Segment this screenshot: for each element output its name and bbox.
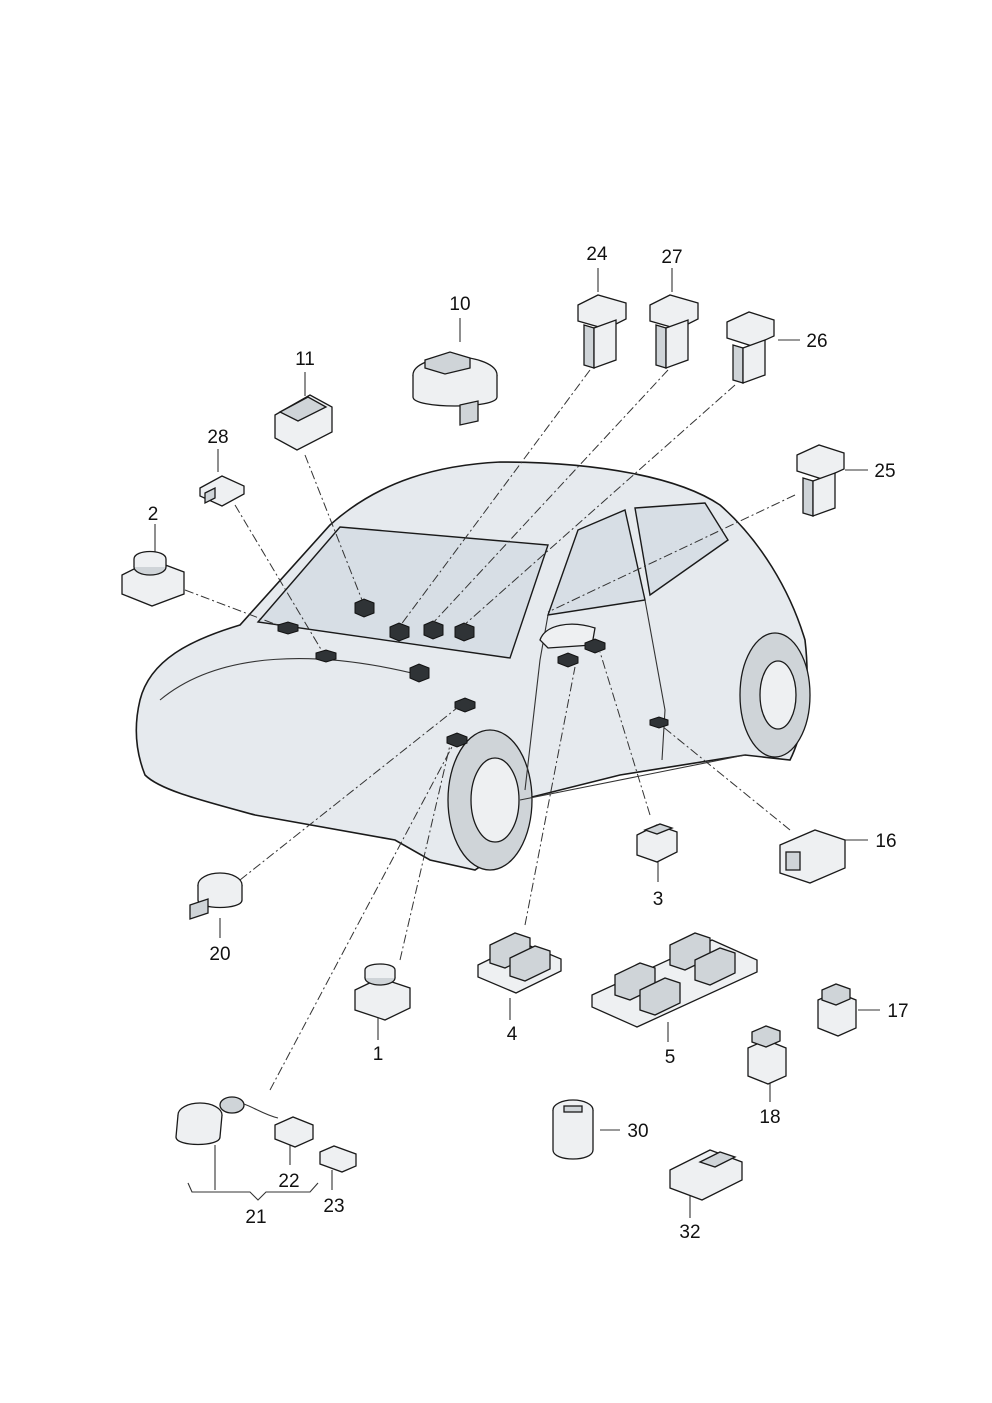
- leader-11: [304, 454, 363, 601]
- callout-11: 11: [295, 349, 315, 370]
- part-4: [477, 932, 562, 994]
- marker-11: [354, 598, 375, 618]
- leader-25: [547, 494, 796, 613]
- marker-24: [389, 622, 410, 642]
- callout-labels: 1 2 3 4 5 10 11 16 17 18 20 21 22 23 24 …: [148, 244, 909, 1243]
- callout-22: 22: [278, 1171, 299, 1192]
- marker-26: [454, 622, 475, 642]
- callout-4: 4: [507, 1024, 518, 1045]
- callout-21: 21: [245, 1207, 266, 1228]
- leader-24: [399, 369, 591, 627]
- leader-28: [234, 504, 323, 652]
- hood-line: [159, 658, 421, 701]
- front-wheel-hub: [470, 757, 520, 843]
- leader-lines: [154, 268, 880, 1218]
- marker-2: [277, 621, 299, 635]
- part-23: [319, 1145, 357, 1173]
- callout-25: 25: [874, 461, 895, 482]
- part-2: [121, 550, 185, 607]
- part-32: [669, 1149, 743, 1201]
- callout-20: 20: [209, 944, 230, 965]
- parts: [121, 294, 857, 1201]
- part-5: [591, 932, 758, 1028]
- part-30: [552, 1099, 594, 1160]
- leader-4: [524, 666, 576, 926]
- callout-32: 32: [679, 1222, 700, 1243]
- marker-27: [423, 620, 444, 640]
- callout-5: 5: [665, 1047, 676, 1068]
- part-18: [747, 1025, 787, 1085]
- callout-24: 24: [586, 244, 608, 265]
- part-11: [274, 394, 333, 451]
- callout-1: 1: [373, 1044, 384, 1065]
- door-line-rear: [644, 599, 666, 761]
- door-line-front: [524, 614, 549, 791]
- part-3: [636, 823, 678, 863]
- part-27: [649, 294, 699, 369]
- callout-27: 27: [661, 247, 682, 268]
- callout-3: 3: [653, 889, 664, 910]
- part-21: [175, 1096, 279, 1146]
- callout-30: 30: [627, 1121, 648, 1142]
- callout-17: 17: [887, 1001, 908, 1022]
- leader-27: [431, 369, 669, 625]
- part-28: [199, 475, 245, 507]
- marker-16: [649, 716, 669, 729]
- leader-21: [269, 744, 454, 1091]
- callout-10: 10: [449, 294, 470, 315]
- part-1: [354, 963, 411, 1021]
- part-24: [577, 294, 627, 369]
- front-side-window: [546, 509, 646, 616]
- part-25: [796, 444, 845, 517]
- leader-20: [239, 707, 458, 881]
- part-20: [189, 872, 243, 920]
- car-body: [135, 461, 808, 871]
- rear-wheel-hub: [759, 660, 797, 730]
- leader-1: [399, 744, 451, 961]
- marker-4: [557, 652, 579, 668]
- part-17: [817, 983, 857, 1037]
- car-illustration: [135, 461, 811, 871]
- marker-1: [446, 732, 468, 748]
- leader-16: [661, 725, 791, 831]
- callout-28: 28: [207, 427, 228, 448]
- part-10: [412, 351, 498, 426]
- part-16: [779, 829, 846, 884]
- leader-26: [462, 384, 736, 627]
- marker-3: [584, 638, 606, 654]
- callout-26: 26: [806, 331, 827, 352]
- callout-2: 2: [148, 504, 159, 525]
- callout-23: 23: [323, 1196, 344, 1217]
- marker-10: [409, 663, 430, 683]
- part-22: [274, 1116, 314, 1148]
- part-26: [726, 311, 775, 384]
- windshield: [256, 526, 549, 659]
- callout-18: 18: [759, 1107, 780, 1128]
- leader-3: [599, 651, 651, 816]
- marker-28: [315, 649, 337, 663]
- location-markers: [277, 598, 669, 748]
- brace-21: [187, 1182, 319, 1201]
- callout-16: 16: [875, 831, 896, 852]
- marker-20: [454, 697, 476, 713]
